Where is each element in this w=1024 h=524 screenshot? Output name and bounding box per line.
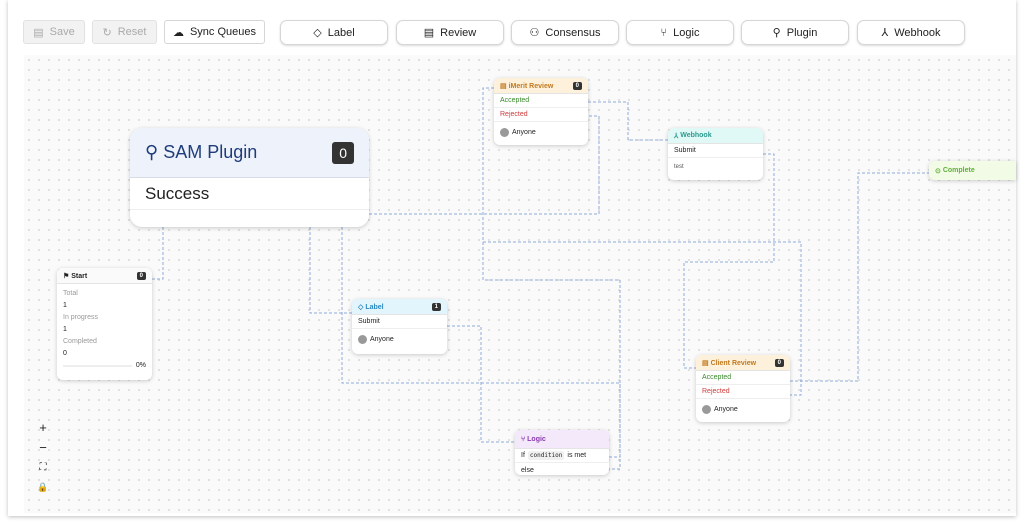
tag-icon: ◇ xyxy=(358,303,366,311)
output-success: Success xyxy=(130,178,369,210)
add-review-node-button[interactable]: ▤Review xyxy=(396,20,504,45)
avatar-icon xyxy=(358,334,367,344)
webhook-icon: ⅄ xyxy=(881,27,889,39)
edge-imerit-in xyxy=(482,87,621,458)
complete-node[interactable]: ⊙ Complete xyxy=(929,161,1016,180)
webhook-icon: ⅄ xyxy=(674,132,681,140)
review-icon: ▤ xyxy=(500,82,509,90)
fit-view-button[interactable]: ⛶ xyxy=(39,461,47,473)
progress-bar xyxy=(63,365,132,367)
zoom-out-button[interactable]: − xyxy=(39,439,47,455)
branch-icon: ⑂ xyxy=(660,26,668,39)
edge-sam-label xyxy=(309,227,352,314)
edge-label-logic xyxy=(447,325,515,443)
cloud-sync-icon: ☁ xyxy=(172,26,184,39)
sync-queues-button[interactable]: ☁Sync Queues xyxy=(164,20,265,44)
check-circle-icon: ⊙ xyxy=(935,167,943,175)
reset-icon: ↻ xyxy=(102,26,112,39)
webhook-node[interactable]: ⅄ Webhook Submit test xyxy=(668,128,763,180)
save-icon: ▤ xyxy=(33,26,44,39)
add-webhook-node-button[interactable]: ⅄Webhook xyxy=(857,20,965,45)
add-plugin-node-button[interactable]: ⚲Plugin xyxy=(741,20,849,45)
edge-webhook-client xyxy=(683,153,775,369)
lock-button[interactable]: 🔒 xyxy=(37,481,49,492)
add-label-node-button[interactable]: ◇Label xyxy=(280,20,388,45)
review-icon: ▤ xyxy=(423,27,435,39)
reset-button[interactable]: ↻Reset xyxy=(92,20,157,44)
zoom-controls: + − ⛶ 🔒 xyxy=(33,417,53,497)
tag-icon: ◇ xyxy=(313,27,322,39)
edge-start-sam xyxy=(152,227,164,280)
avatar-icon xyxy=(702,404,711,414)
count-badge: 0 xyxy=(332,141,354,164)
add-logic-node-button[interactable]: ⑂Logic xyxy=(626,20,734,45)
avatar-icon xyxy=(500,127,509,137)
branch-icon: ⑂ xyxy=(521,435,528,443)
flag-icon: ⚑ xyxy=(63,272,72,280)
edge-client-rejected xyxy=(483,241,802,396)
consensus-icon: ⚇ xyxy=(529,27,540,39)
save-button[interactable]: ▤Save xyxy=(23,20,85,44)
edge-client-complete xyxy=(790,172,929,382)
plugin-icon: ⚲ xyxy=(772,27,781,39)
add-consensus-node-button[interactable]: ⚇Consensus xyxy=(511,20,619,45)
edge-imerit-webhook xyxy=(588,101,668,141)
sam-plugin-node[interactable]: ⚲ SAM Plugin 0 Success xyxy=(130,128,369,227)
review-icon: ▤ xyxy=(702,359,711,367)
zoom-in-button[interactable]: + xyxy=(39,419,47,435)
plugin-icon: ⚲ xyxy=(145,142,164,162)
edge-sam-imerit xyxy=(369,115,600,215)
node-title: ⚲ SAM Plugin xyxy=(145,142,258,162)
